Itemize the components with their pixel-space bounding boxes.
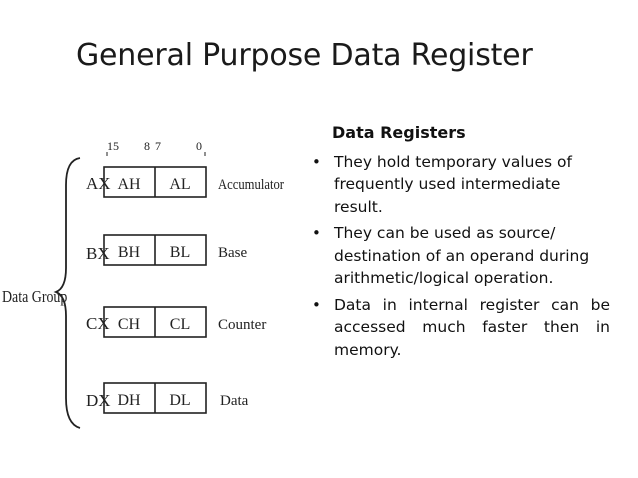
bit-label-0: 0: [196, 139, 202, 153]
bullet-text: They can be used as source/ destination …: [334, 224, 590, 287]
group-label: Data Group: [2, 288, 68, 307]
register-low-byte: DL: [169, 392, 190, 409]
register-row-dx: DX DH DL Data: [86, 382, 249, 414]
register-role: Base: [218, 245, 248, 261]
register-high-byte: CH: [118, 316, 141, 333]
register-role: Data: [220, 393, 249, 409]
register-high-byte: DH: [117, 392, 141, 409]
register-low-byte: BL: [170, 244, 190, 261]
register-row-cx: CX CH CL Counter: [86, 306, 266, 338]
bullet-item: • They hold temporary values of frequent…: [310, 151, 610, 219]
register-name: AX: [86, 174, 111, 193]
bullet-icon: •: [312, 295, 321, 314]
bullet-text: They hold temporary values of frequently…: [334, 152, 572, 216]
bullet-icon: •: [312, 224, 321, 242]
register-high-byte: BH: [118, 244, 141, 261]
register-row-ax: AX AH AL Accumulator: [86, 166, 284, 198]
bit-label-7: 7: [155, 139, 161, 153]
content-panel: Data Registers • They hold temporary val…: [310, 122, 610, 365]
register-name: BX: [86, 244, 110, 263]
bit-label-8: 8: [144, 139, 150, 153]
slide-title: General Purpose Data Register: [76, 38, 533, 73]
register-diagram: Data Group 15 8 7 0 AX AH AL Accumulator…: [2, 139, 284, 429]
register-role: Accumulator: [218, 177, 284, 193]
register-role: Counter: [218, 317, 266, 333]
register-row-bx: BX BH BL Base: [86, 234, 248, 266]
register-low-byte: AL: [169, 176, 190, 193]
register-low-byte: CL: [170, 316, 190, 333]
bullet-icon: •: [312, 152, 321, 171]
bullet-item: • They can be used as source/ destinatio…: [310, 222, 610, 290]
register-high-byte: AH: [117, 176, 141, 193]
register-name: CX: [86, 314, 110, 333]
bullet-text: Data in internal register can be accesse…: [334, 295, 610, 359]
register-name: DX: [86, 391, 111, 410]
bullet-item: • Data in internal register can be acces…: [310, 294, 610, 362]
section-heading: Data Registers: [332, 123, 466, 142]
group-brace: [53, 157, 81, 429]
bullet-list: • They hold temporary values of frequent…: [310, 151, 610, 362]
bit-label-15: 15: [107, 139, 119, 153]
